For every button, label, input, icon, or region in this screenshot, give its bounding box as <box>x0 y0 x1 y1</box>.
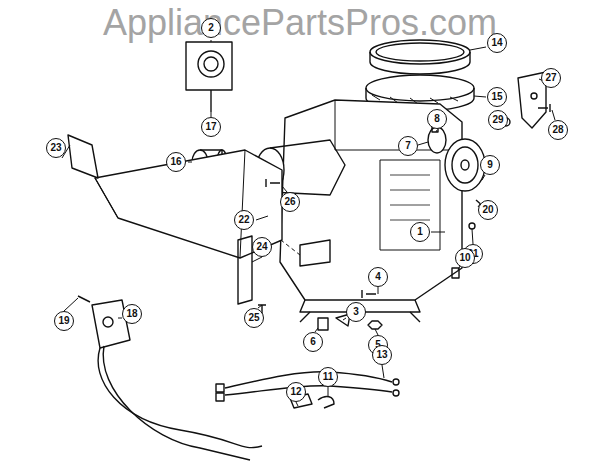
callout-number: 18 <box>126 309 137 319</box>
callout-number: 11 <box>323 372 334 382</box>
callout-circle: 9 <box>480 155 500 175</box>
callout-circle: 27 <box>541 68 561 88</box>
callout-circle: 24 <box>252 237 272 257</box>
callout-number: 26 <box>284 197 295 207</box>
callout-circle: 10 <box>455 248 475 268</box>
callout-number: 22 <box>238 215 249 225</box>
callout-circle: 13 <box>372 345 392 365</box>
callout-number: 9 <box>487 160 493 170</box>
callout-number: 4 <box>375 272 381 282</box>
callout-circle: 18 <box>122 304 142 324</box>
callout-number: 23 <box>50 143 61 153</box>
callout-number: 20 <box>482 205 493 215</box>
callout-circle: 28 <box>548 120 568 140</box>
callout-number: 15 <box>491 92 502 102</box>
callout-circle: 14 <box>487 33 507 53</box>
callout-circle: 7 <box>398 136 418 156</box>
callout-number: 6 <box>310 337 316 347</box>
callout-number: 29 <box>492 115 503 125</box>
callout-number: 17 <box>205 122 216 132</box>
callout-number: 14 <box>491 38 502 48</box>
callout-circle: 23 <box>46 138 66 158</box>
callout-circle: 1 <box>410 222 430 242</box>
callout-circle: 16 <box>166 152 186 172</box>
callout-circle: 12 <box>286 382 306 402</box>
callout-number: 25 <box>248 313 259 323</box>
callout-circle: 3 <box>346 302 366 322</box>
callout-circle: 11 <box>318 367 338 387</box>
callout-circle: 17 <box>201 117 221 137</box>
callout-circle: 22 <box>234 210 254 230</box>
callout-number: 19 <box>58 316 69 326</box>
callout-circle: 2 <box>201 18 221 38</box>
callout-number: 24 <box>256 242 267 252</box>
watermark: AppliancePartsPros.com <box>0 2 600 44</box>
callout-circle: 4 <box>368 267 388 287</box>
callout-number: 7 <box>405 141 411 151</box>
callout-number: 28 <box>552 125 563 135</box>
callout-circle: 26 <box>280 192 300 212</box>
callout-circle: 15 <box>487 87 507 107</box>
callout-number: 13 <box>376 350 387 360</box>
callout-number: 12 <box>290 387 301 397</box>
callout-circle: 29 <box>488 110 508 130</box>
callout-circle: 6 <box>303 332 323 352</box>
callout-circle: 8 <box>427 109 447 129</box>
callout-number: 27 <box>545 73 556 83</box>
callout-number: 16 <box>170 157 181 167</box>
callout-number: 8 <box>434 114 440 124</box>
callout-number: 10 <box>459 253 470 263</box>
callout-number: 3 <box>353 307 359 317</box>
callout-number: 1 <box>417 227 423 237</box>
callout-circle: 25 <box>244 308 264 328</box>
callout-circle: 19 <box>54 311 74 331</box>
callout-circle: 20 <box>478 200 498 220</box>
callout-number: 2 <box>208 23 214 33</box>
